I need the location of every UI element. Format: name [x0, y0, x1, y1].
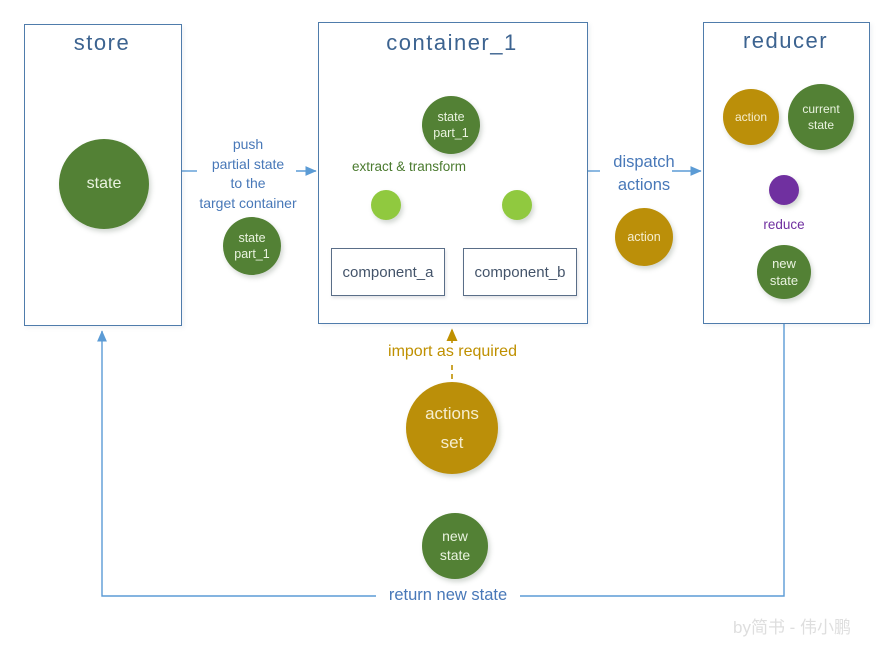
reducer-action-node: action — [723, 89, 779, 145]
component-b-box: component_b — [463, 248, 577, 296]
reducer-title: reducer — [742, 28, 829, 53]
current-state-label: current state — [802, 102, 840, 132]
state-node: state — [59, 139, 149, 229]
reducer-new-state-label: new state — [769, 256, 799, 288]
reducer-action-label: action — [734, 110, 768, 124]
container-state-part-node: state part_1 — [422, 96, 480, 154]
extract-transform-label: extract & transform — [351, 159, 467, 174]
component-b-label: component_b — [474, 263, 566, 281]
state-part-label: state part_1 — [234, 231, 270, 261]
action-node-label: action — [627, 230, 661, 244]
container-title: container_1 — [386, 30, 518, 55]
reducer-new-state-node: new state — [757, 245, 811, 299]
reduce-node — [769, 175, 799, 205]
extracted-state-b-node — [502, 190, 532, 220]
store-title: store — [73, 30, 131, 55]
push-partial-state-label: push partial state to the target contain… — [199, 136, 297, 211]
bottom-new-state-label: new state — [439, 528, 471, 563]
actions-set-node: actions set — [406, 382, 498, 474]
import-as-required-label: import as required — [375, 343, 530, 361]
dispatch-actions-label: dispatch actions — [613, 153, 675, 194]
component-a-box: component_a — [331, 248, 445, 296]
state-node-label: state — [86, 175, 122, 192]
state-part-node: state part_1 — [223, 217, 281, 275]
extracted-state-a-node — [371, 190, 401, 220]
bottom-new-state-node: new state — [422, 513, 488, 579]
action-node: action — [615, 208, 673, 266]
watermark: by简书 - 伟小鹏 — [733, 618, 852, 637]
current-state-node: current state — [788, 84, 854, 150]
container-state-part-label: state part_1 — [433, 110, 469, 140]
component-a-label: component_a — [342, 263, 434, 281]
reduce-label: reduce — [754, 217, 814, 232]
return-new-state-label: return new state — [376, 586, 520, 605]
actions-set-label: actions set — [425, 404, 479, 452]
